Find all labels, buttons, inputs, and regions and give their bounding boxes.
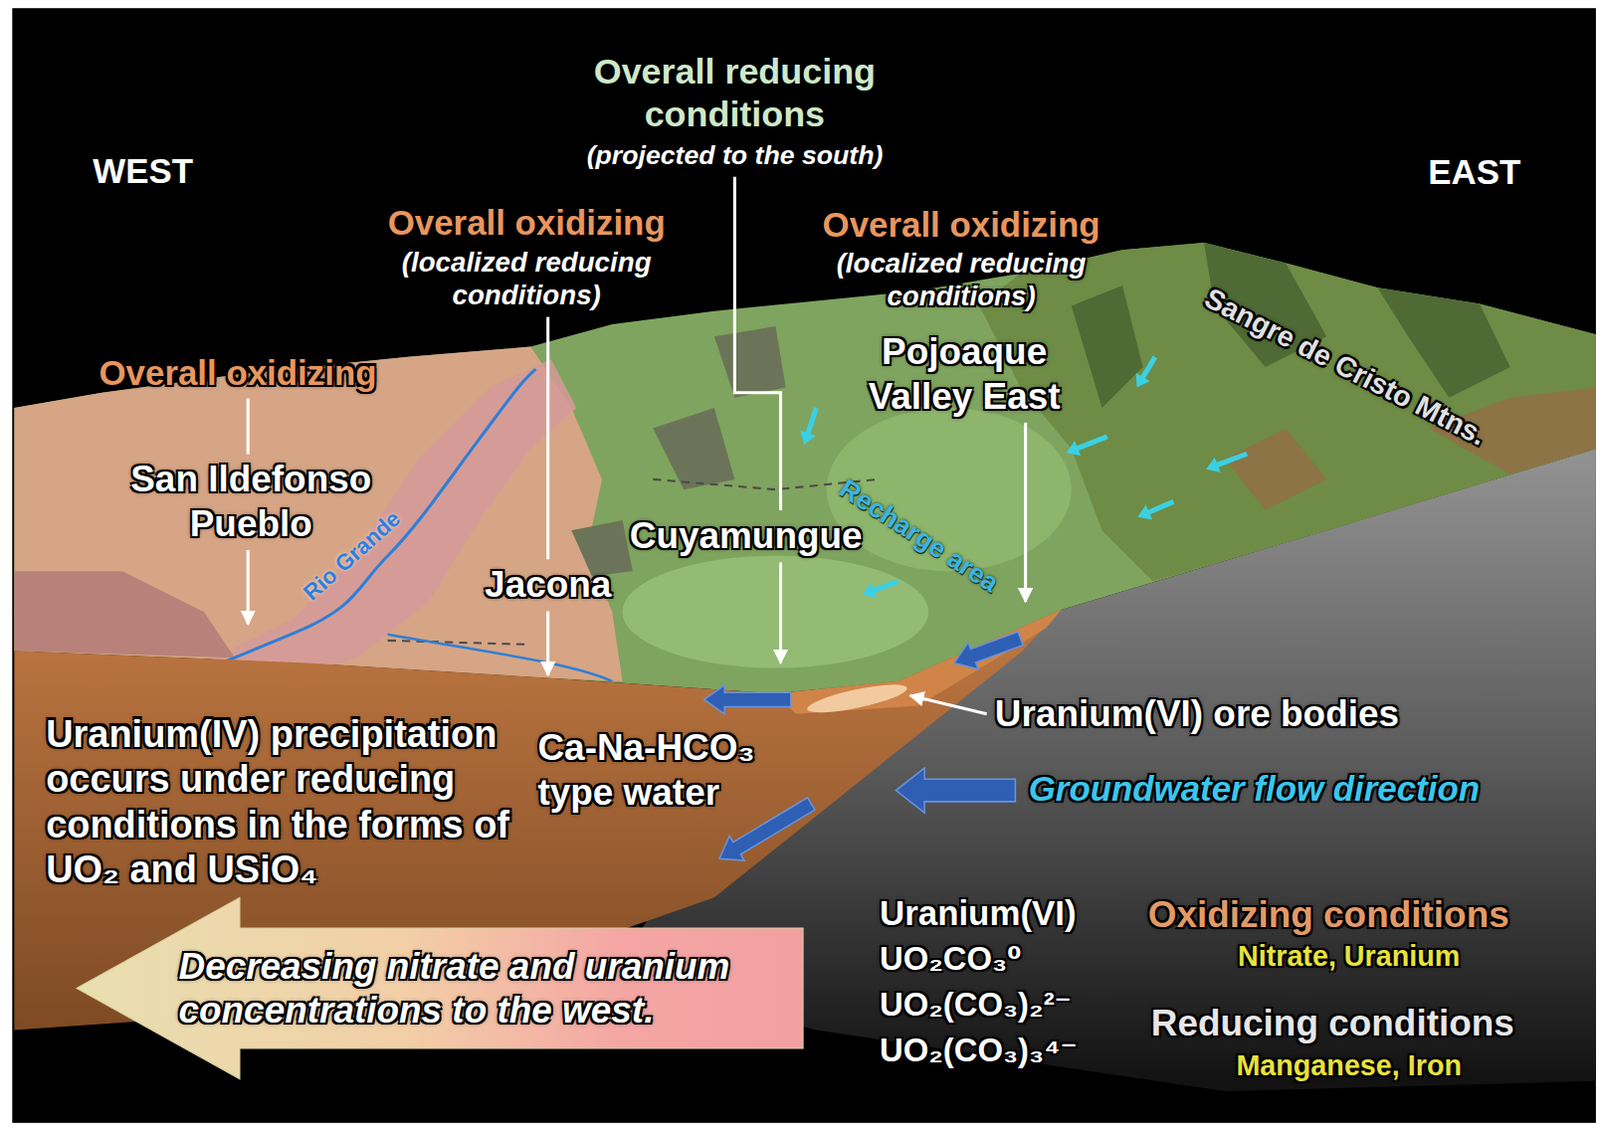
arrow-shape <box>76 897 803 1080</box>
night-background <box>11 7 1597 1124</box>
condition-heading: Overall oxidizing <box>388 201 666 244</box>
river-name: Rio Grande <box>297 505 405 606</box>
valley-floor <box>622 556 930 669</box>
road <box>388 640 532 645</box>
key-heading: Reducing conditions <box>1151 1000 1515 1045</box>
mountain-slope <box>1224 428 1328 511</box>
groundwater-arrow <box>954 631 1023 670</box>
leader-line <box>546 611 550 676</box>
leader-line <box>910 695 988 714</box>
leader-line <box>779 562 783 663</box>
key-text: Groundwater flow direction <box>1028 768 1480 810</box>
leader-line <box>734 177 781 511</box>
mountain-range <box>979 242 1596 582</box>
condition-heading: Overall oxidizing <box>98 351 377 394</box>
condition-heading: Overall reducing conditions <box>551 49 919 136</box>
label-holder: Nitrate, Uranium <box>1237 939 1460 974</box>
pueblo-lowland <box>13 571 235 658</box>
ore-body <box>804 679 909 719</box>
species-heading: Uranium(VI) <box>879 892 1077 935</box>
label-holder: Sangre de Cristo Mtns. <box>1198 281 1491 454</box>
leader-line <box>546 317 550 561</box>
surface-flow-arrow <box>800 406 819 445</box>
label-holder: Overall reducing conditions <box>551 49 919 136</box>
label-holder: Uranium(IV) precipitation occurs under r… <box>45 711 536 893</box>
key-heading: Oxidizing conditions <box>1148 893 1510 938</box>
key-text: Manganese, Iron <box>1235 1048 1462 1083</box>
note-text: Ca-Na-HCO₃ type water <box>537 725 793 814</box>
mountain-name: Sangre de Cristo Mtns. <box>1198 281 1491 454</box>
groundwater-arrow <box>719 798 815 861</box>
place-name: Pojoaque Valley East <box>831 330 1098 419</box>
chemical-formula: UO₂CO₃⁰ <box>879 939 1022 979</box>
chemical-formula: UO₂(CO₃)₂²⁻ <box>879 985 1072 1024</box>
river <box>112 369 537 704</box>
surface-flow-arrow <box>1066 433 1109 456</box>
note-text: Uranium(IV) precipitation occurs under r… <box>45 711 536 893</box>
label-holder: Pojoaque Valley East <box>831 330 1098 419</box>
arrow-text: Decreasing nitrate and uranium concentra… <box>178 944 781 1033</box>
label-holder: San Ildefonso Pueblo <box>113 457 390 547</box>
label-holder: UO₂(CO₃)₂²⁻ <box>879 985 1072 1024</box>
condition-note: (projected to the south) <box>587 140 884 173</box>
chemical-formula: UO₂(CO₃)₃⁴⁻ <box>879 1030 1078 1070</box>
place-name: Jacona <box>484 562 611 606</box>
mountain-ridge <box>1071 285 1144 408</box>
label-holder: EAST <box>1427 150 1521 193</box>
direction-label: WEST <box>92 149 194 192</box>
gradient-arrow-box: Decreasing nitrate and uranium concentra… <box>76 897 803 1080</box>
leader-line <box>1023 422 1027 602</box>
surface-flow-arrow <box>1136 356 1158 389</box>
terrain-surface <box>13 242 1597 694</box>
label-holder: Overall oxidizing <box>98 351 377 394</box>
leader-line <box>246 398 250 454</box>
river-floodplain <box>91 359 577 710</box>
condition-note: (localized reducing conditions) <box>807 246 1115 313</box>
label-holder: (localized reducing conditions) <box>373 245 680 312</box>
label-holder: WEST <box>92 149 194 192</box>
place-name: Cuyamungue <box>629 513 863 558</box>
label-holder: Cuyamungue <box>629 513 863 558</box>
leader-line <box>246 550 250 624</box>
condition-note: (localized reducing conditions) <box>373 245 680 312</box>
label-holder: Rio Grande <box>297 505 405 606</box>
direction-label: EAST <box>1427 150 1521 193</box>
groundwater-arrow <box>704 685 792 715</box>
label-holder: Uranium(VI) <box>879 892 1077 935</box>
label-holder: Uranium(VI) ore bodies <box>995 692 1400 737</box>
hill <box>652 407 735 490</box>
label-holder: Overall oxidizing <box>822 203 1101 246</box>
surface-flow-arrow <box>1137 499 1175 520</box>
key-text: Nitrate, Uranium <box>1237 939 1460 974</box>
label-holder: Reducing conditions <box>1151 1000 1515 1045</box>
label-holder: (projected to the south) <box>587 140 884 173</box>
label-holder: Manganese, Iron <box>1235 1048 1462 1083</box>
label-holder: Jacona <box>484 562 611 606</box>
place-name: San Ildefonso Pueblo <box>113 457 390 547</box>
label-holder: Ca-Na-HCO₃ type water <box>537 725 793 814</box>
label-holder: Groundwater flow direction <box>1028 768 1480 810</box>
surface-flow-arrow <box>1205 451 1248 473</box>
label-holder: Oxidizing conditions <box>1148 893 1510 938</box>
label-holder: Overall oxidizing <box>388 201 666 244</box>
surface-flow-arrow <box>862 579 900 599</box>
callout-text: Uranium(VI) ore bodies <box>995 692 1400 737</box>
hill <box>714 326 787 399</box>
label-holder: UO₂CO₃⁰ <box>879 939 1022 979</box>
condition-heading: Overall oxidizing <box>822 203 1101 246</box>
label-holder: UO₂(CO₃)₃⁴⁻ <box>879 1030 1078 1070</box>
label-holder: (localized reducing conditions) <box>807 246 1115 313</box>
flow-key-arrow <box>895 768 1015 813</box>
arrow-outline <box>76 897 803 1080</box>
